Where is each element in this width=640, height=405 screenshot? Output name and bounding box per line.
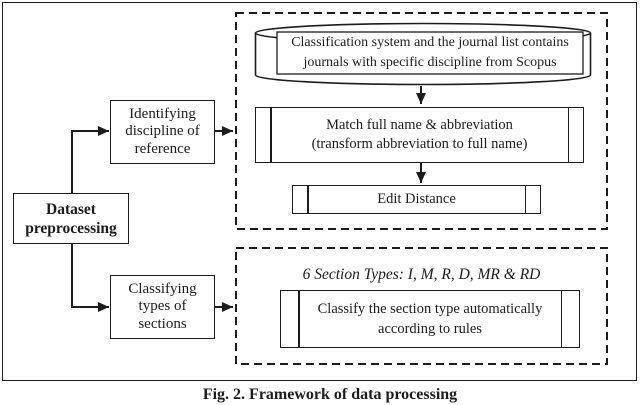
match-fullname-label: (transform abbreviation to full name): [311, 136, 528, 152]
classifying-sections-label: sections: [138, 315, 187, 332]
predefined-process-sideline: [298, 291, 300, 347]
journal-database-line: Classification system and the journal li…: [291, 34, 569, 50]
arrow-dataset-to-classifying: [71, 243, 109, 312]
discipline-module-frame: [235, 12, 608, 230]
dataset-preprocessing-label: preprocessing: [25, 219, 117, 237]
classify-sections-label: Classify the section type automatically: [317, 301, 543, 317]
dataset-preprocessing-box: Dataset preprocessing: [13, 193, 129, 244]
section-module-frame: [235, 247, 608, 365]
identifying-discipline-label: Identifying: [129, 105, 196, 122]
cylinder-text-frame: [276, 31, 584, 75]
journal-database-cylinder: [254, 22, 592, 86]
classify-sections-box: Classify the section type automatically …: [280, 290, 580, 348]
classifying-sections-label: Classifying: [128, 280, 197, 297]
predefined-process-sideline: [524, 186, 526, 213]
figure-caption: Fig. 2. Framework of data processing: [202, 386, 458, 403]
journal-database-text: Classification system and the journal li…: [277, 32, 583, 74]
edit-distance-box: Edit Distance: [292, 185, 541, 214]
identifying-discipline-label: discipline of: [125, 123, 200, 140]
classifying-sections-label: types of: [138, 298, 187, 315]
figure-border: [2, 2, 637, 381]
dataset-preprocessing-label: Dataset: [46, 200, 96, 218]
predefined-process-sideline: [270, 108, 272, 162]
classifying-sections-box: Classifying types of sections: [110, 275, 215, 339]
classify-sections-label: according to rules: [378, 321, 482, 337]
predefined-process-sideline: [307, 186, 309, 213]
cylinder-body: [254, 33, 592, 86]
match-fullname-box: Match full name & abbreviation (transfor…: [255, 107, 584, 163]
identifying-discipline-box: Identifying discipline of reference: [110, 100, 215, 164]
predefined-process-sideline: [567, 108, 569, 162]
arrow-dataset-to-identifying: [71, 126, 109, 193]
match-fullname-label: Match full name & abbreviation: [326, 117, 513, 133]
edit-distance-label: Edit Distance: [377, 191, 456, 207]
journal-database-line: journals with specific discipline from S…: [303, 55, 557, 70]
identifying-discipline-label: reference: [134, 140, 191, 157]
section-types-note: 6 Section Types: I, M, R, D, MR & RD: [302, 266, 541, 283]
predefined-process-sideline: [560, 291, 562, 347]
